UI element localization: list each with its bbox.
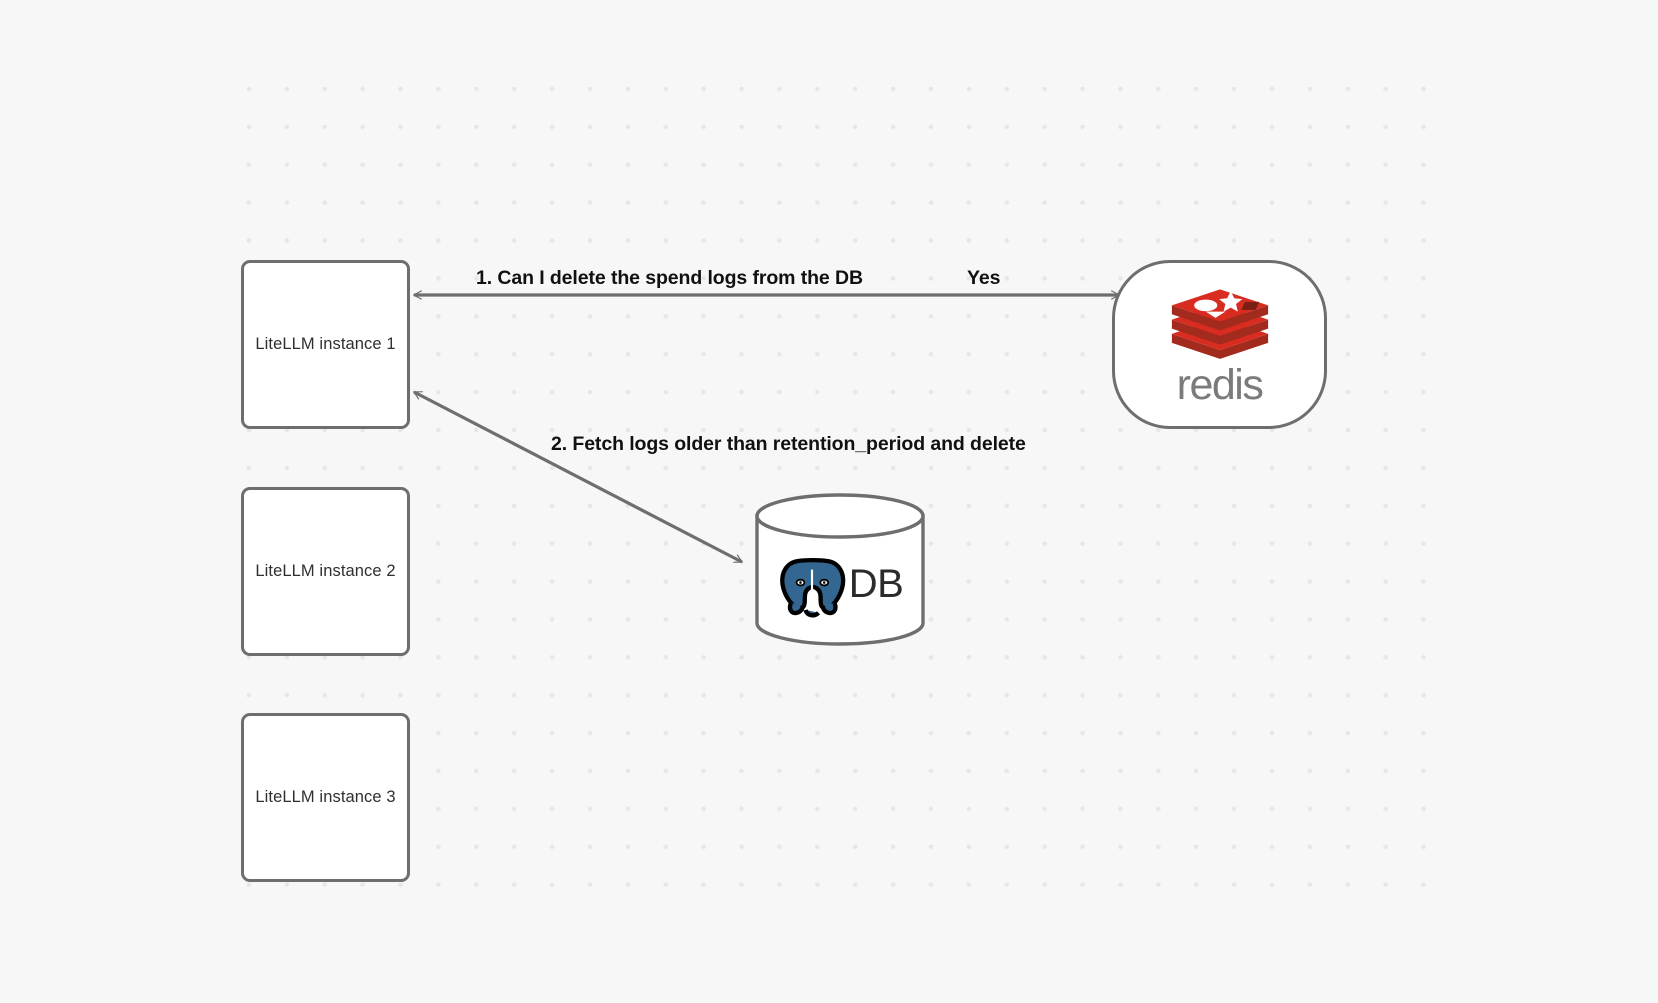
edge-label-1-answer: Yes [967, 267, 1001, 289]
node-litellm-instance-2-label: LiteLLM instance 2 [255, 562, 396, 581]
database-label: DB [848, 562, 904, 606]
edge-label-1: 1. Can I delete the spend logs from the … [476, 267, 863, 289]
node-redis[interactable]: redis [1112, 260, 1327, 429]
node-litellm-instance-3-label: LiteLLM instance 3 [255, 788, 396, 807]
node-litellm-instance-1[interactable]: LiteLLM instance 1 [241, 260, 410, 429]
node-litellm-instance-3[interactable]: LiteLLM instance 3 [241, 713, 410, 882]
node-database[interactable]: DB [754, 492, 926, 647]
postgresql-elephant-icon [780, 557, 846, 618]
edge-label-2: 2. Fetch logs older than retention_perio… [551, 433, 1026, 455]
node-litellm-instance-1-label: LiteLLM instance 1 [255, 335, 396, 354]
redis-logo-icon [1171, 289, 1268, 359]
node-litellm-instance-2[interactable]: LiteLLM instance 2 [241, 487, 410, 656]
redis-wordmark: redis [1176, 361, 1264, 409]
